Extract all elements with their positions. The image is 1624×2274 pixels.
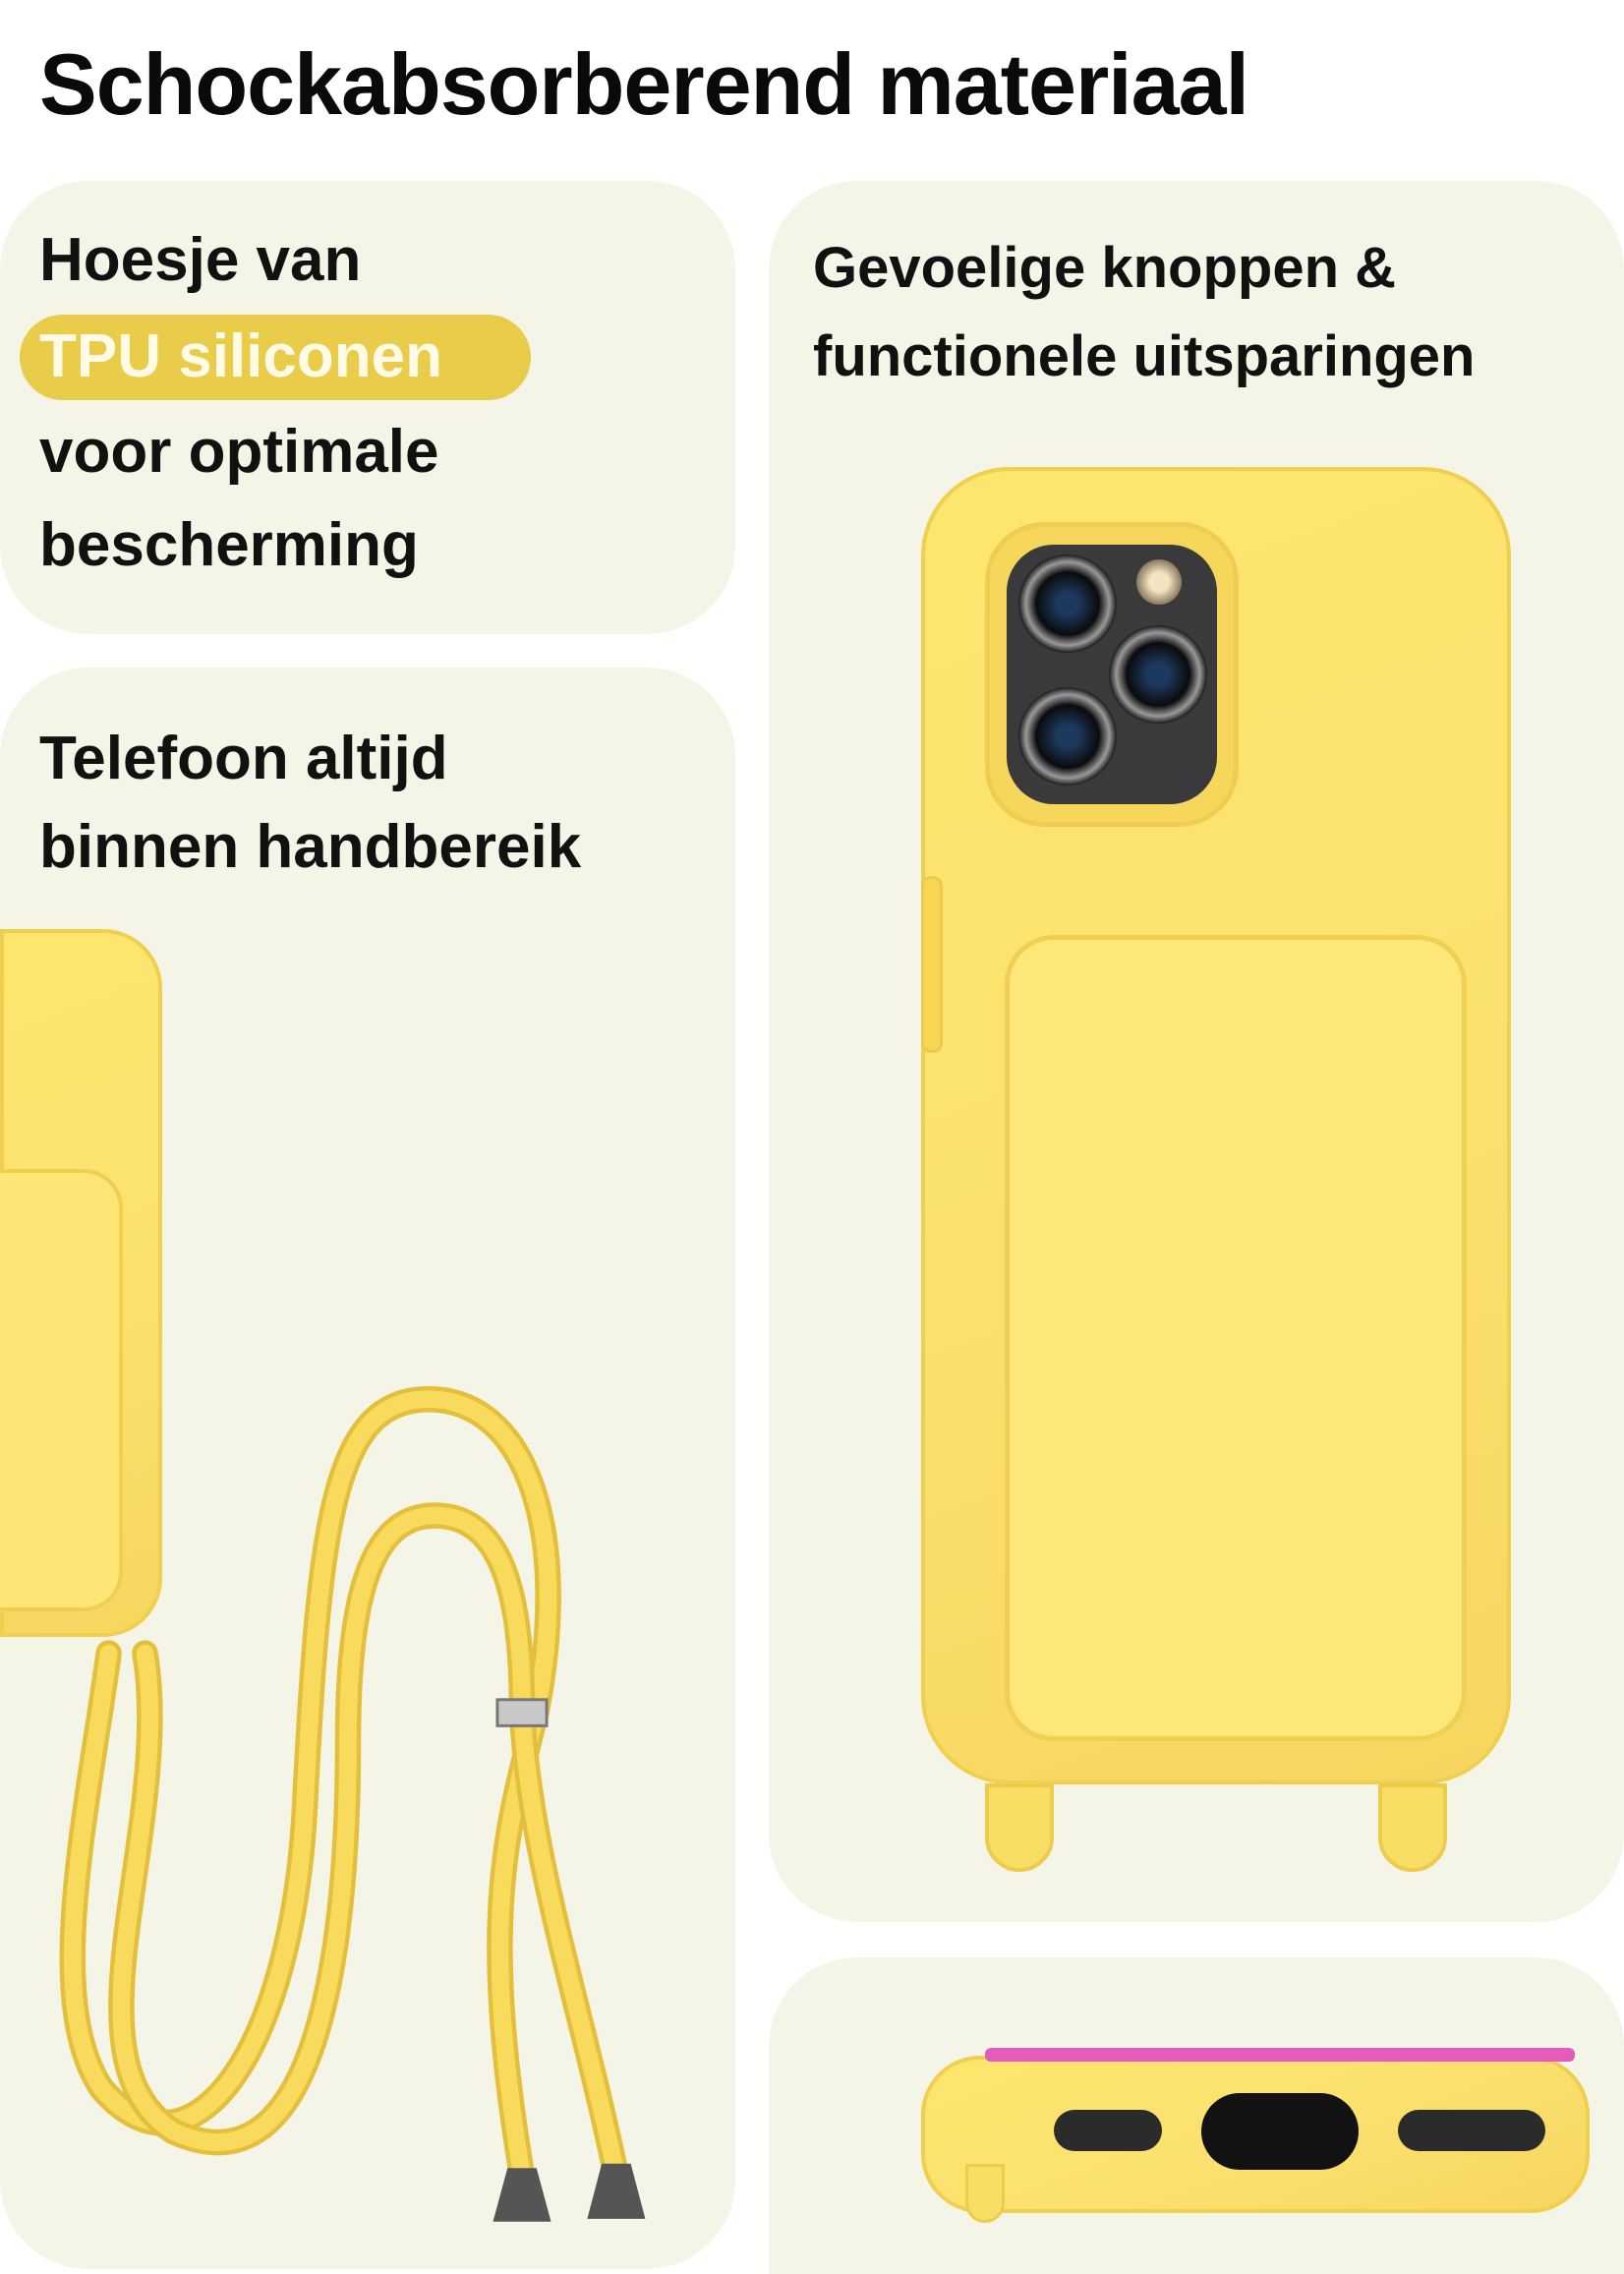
lanyard-lug (1378, 1783, 1447, 1872)
cord-strand (112, 1506, 625, 2185)
charging-port (1201, 2093, 1359, 2170)
material-panel: Hoesje van TPU siliconen voor optimale b… (0, 181, 735, 634)
buttons-panel: Gevoelige knoppen & functionele uitspari… (769, 181, 1624, 1922)
screen-edge (985, 2048, 1575, 2062)
flash (1136, 559, 1182, 605)
camera-lens-3 (1018, 687, 1117, 786)
speaker-grille (1398, 2110, 1545, 2151)
material-line-1: Hoesje van (39, 226, 362, 294)
buttons-line-2: functionele uitsparingen (813, 324, 1476, 388)
camera-lens-2 (1109, 625, 1207, 724)
lanyard-line-1: Telefoon altijd (39, 725, 448, 792)
cord-slider (495, 1698, 549, 1727)
lanyard-lug (965, 2164, 1005, 2223)
cord-tip (493, 2168, 551, 2222)
material-line-3: voor optimale (39, 418, 439, 486)
side-button-cutout (921, 876, 943, 1053)
card-pocket (1005, 935, 1467, 1741)
speaker-grille (1054, 2110, 1162, 2151)
card-pocket (0, 1169, 123, 1611)
buttons-line-1: Gevoelige knoppen & (813, 236, 1396, 300)
lanyard-line-2: binnen handbereik (39, 813, 582, 881)
highlight-pill (20, 315, 531, 400)
camera-lens-1 (1018, 554, 1117, 653)
cord-tip (587, 2163, 646, 2219)
ports-panel (769, 1957, 1624, 2274)
lanyard-lug (985, 1783, 1054, 1872)
material-highlight: TPU siliconen (39, 322, 442, 390)
material-line-4: bescherming (39, 511, 419, 579)
page-title: Schockabsorberend materiaal (39, 35, 1249, 133)
